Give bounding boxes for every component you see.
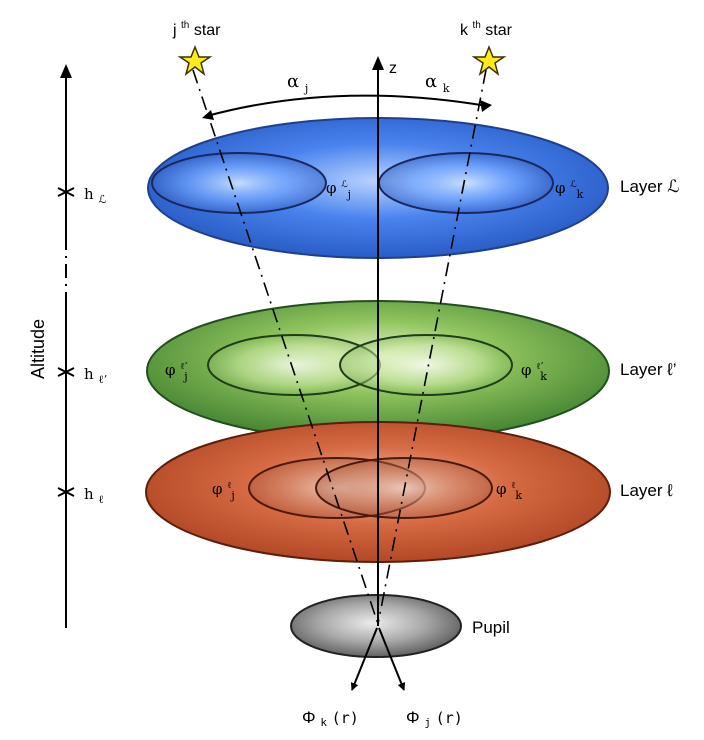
star-k-word: star bbox=[485, 22, 512, 39]
phi-bottom-k-base: φ bbox=[496, 480, 507, 498]
star-k-ray bbox=[377, 69, 487, 625]
z-axis-arrowhead bbox=[372, 56, 384, 70]
altitude-tick-label-middle-sub: ℓ’ bbox=[98, 373, 107, 386]
altitude-tick-label-bottom-sub: ℓ bbox=[98, 493, 103, 506]
altitude-tick-bottom bbox=[57, 487, 75, 497]
altitude-tick-middle bbox=[57, 367, 75, 377]
output-phi-j-sub: j bbox=[424, 716, 431, 729]
phi-middle-j-sup: ℓ’ bbox=[180, 362, 187, 372]
phi-bottom-k-label: φ ℓ k bbox=[496, 474, 522, 502]
phi-bottom-j-label: φ ℓ j bbox=[212, 474, 236, 502]
phi-bottom-j-sup: ℓ bbox=[227, 481, 231, 491]
phi-top-k-base: φ bbox=[555, 179, 566, 197]
output-arrow-k bbox=[350, 627, 378, 691]
alpha-j-sub: j bbox=[303, 82, 308, 95]
star-j-ray bbox=[192, 69, 379, 625]
phi-middle-j-sub: j bbox=[182, 370, 187, 383]
phi-middle-k-label: φ ℓ’ k bbox=[521, 355, 548, 383]
layer-top-label: Layer ℒ bbox=[620, 177, 680, 196]
phi-middle-k-base: φ bbox=[521, 361, 532, 379]
pupil-label: Pupil bbox=[472, 618, 510, 637]
altitude-tick-label-bottom: h ℓ bbox=[84, 485, 104, 506]
phi-middle-k-sub: k bbox=[540, 370, 547, 383]
layer-top-beam-k bbox=[378, 152, 554, 214]
alpha-j-base: α bbox=[287, 71, 299, 92]
z-axis-label: z bbox=[389, 60, 397, 77]
phi-top-j-sup: ℒ bbox=[341, 180, 348, 190]
altitude-axis-label: Altitude bbox=[28, 319, 48, 379]
altitude-tick-label-middle-base: h bbox=[84, 365, 94, 383]
output-phi-k-label: Φ k (r) bbox=[302, 708, 359, 730]
star-k-icon bbox=[471, 44, 507, 76]
output-arrow-j bbox=[378, 627, 406, 691]
phi-top-j-sub: j bbox=[346, 188, 351, 201]
altitude-tick-label-top-base: h bbox=[84, 185, 94, 203]
phi-bottom-k-sup: ℓ bbox=[511, 481, 515, 491]
phi-bottom-j-sub: j bbox=[229, 489, 234, 502]
alpha-k-base: α bbox=[425, 71, 437, 92]
altitude-axis-arrowhead bbox=[60, 64, 72, 78]
altitude-tick-label-bottom-base: h bbox=[84, 485, 94, 503]
altitude-tick-label-top-sub: ℒ bbox=[98, 193, 106, 206]
phi-middle-k-sup: ℓ’ bbox=[536, 362, 543, 372]
altitude-tick-label-middle: h ℓ’ bbox=[84, 365, 107, 386]
pupil bbox=[290, 594, 462, 658]
pupil-ellipse bbox=[290, 594, 462, 658]
output-phi-k-base: Φ bbox=[302, 708, 316, 727]
star-k-sup: th bbox=[472, 20, 480, 31]
star-j-icon bbox=[177, 44, 213, 76]
alpha-j-label: α j bbox=[287, 71, 308, 95]
star-k bbox=[471, 44, 507, 76]
output-phi-j-arg: (r) bbox=[436, 709, 463, 727]
star-angle-arrow-left bbox=[202, 110, 214, 120]
phi-middle-j-base: φ bbox=[165, 361, 176, 379]
star-j-base: j bbox=[172, 22, 177, 39]
alpha-k-label: α k bbox=[425, 71, 450, 95]
layer-middle-beam-k bbox=[339, 334, 513, 396]
layer-bottom-label: Layer ℓ bbox=[620, 481, 673, 500]
altitude-tick-label-top: h ℒ bbox=[84, 185, 106, 206]
star-angle-arc bbox=[206, 94, 488, 117]
star-k-base: k bbox=[460, 22, 469, 39]
layer-top-beam-j bbox=[151, 152, 327, 214]
phi-top-j-base: φ bbox=[326, 179, 337, 197]
phi-top-j-label: φ ℒ j bbox=[326, 173, 353, 201]
phi-bottom-j-base: φ bbox=[212, 480, 223, 498]
star-k-label: k th star bbox=[460, 15, 513, 39]
phi-top-k-sup: ℒ bbox=[570, 180, 577, 190]
altitude-tick-top bbox=[57, 187, 75, 197]
phi-bottom-k-sub: k bbox=[515, 489, 522, 502]
phi-top-k-sub: k bbox=[577, 188, 584, 201]
output-phi-j-base: Φ bbox=[406, 708, 420, 727]
star-j-word: star bbox=[194, 22, 221, 39]
output-phi-k-arg: (r) bbox=[332, 709, 359, 727]
output-phi-k-sub: k bbox=[320, 716, 327, 729]
phi-middle-j-label: φ ℓ’ j bbox=[165, 355, 192, 383]
phi-top-k-label: φ ℒ k bbox=[555, 173, 584, 201]
star-j-label: j th star bbox=[172, 15, 221, 39]
output-phi-j-label: Φ j (r) bbox=[406, 708, 463, 730]
layer-middle-label: Layer ℓ’ bbox=[620, 360, 677, 379]
star-angle-arrow-right bbox=[480, 100, 492, 112]
alpha-k-sub: k bbox=[443, 82, 450, 95]
star-j-sup: th bbox=[181, 20, 189, 31]
star-j bbox=[177, 44, 213, 76]
